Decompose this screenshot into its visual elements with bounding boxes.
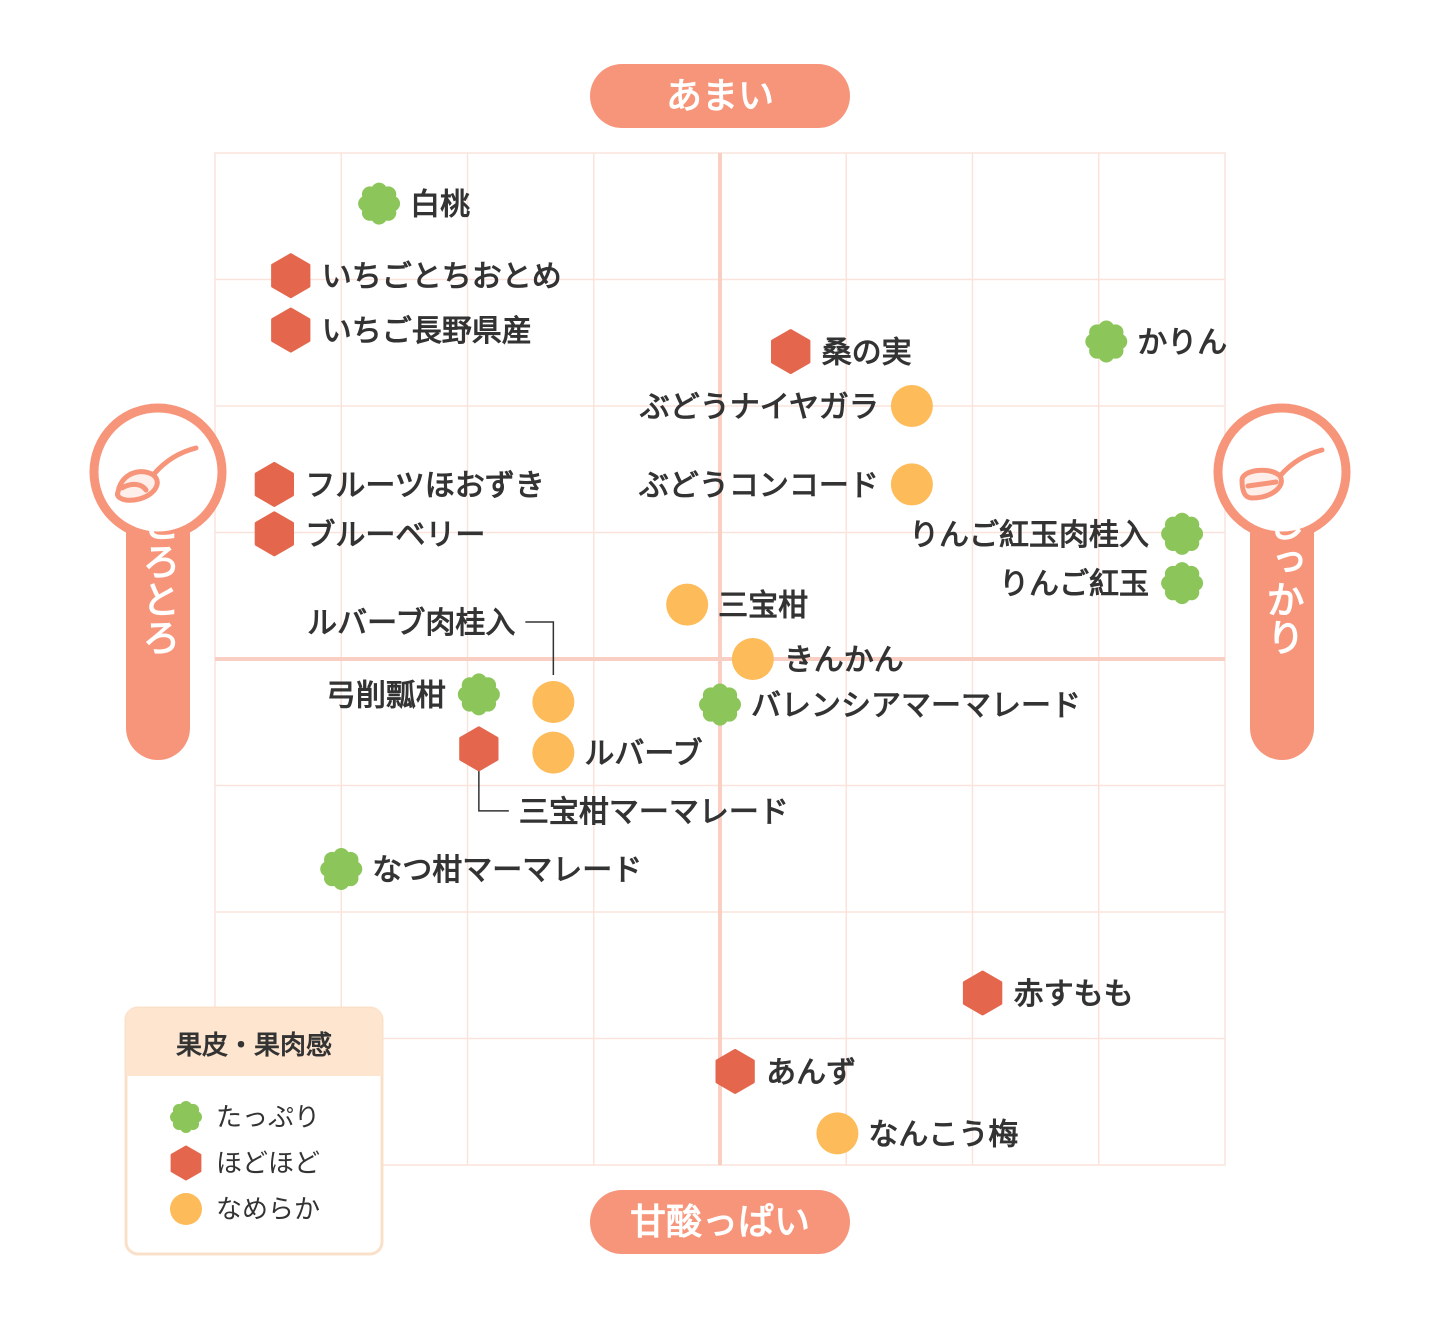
point-label: きんかん [784, 643, 904, 678]
marker-tappuri [457, 673, 500, 716]
marker-nameraka [532, 681, 575, 724]
point-label: ルバーブ肉桂入 [307, 606, 515, 641]
data-point: 三宝柑 [666, 583, 808, 626]
point-label: フルーツほおずき [305, 468, 544, 503]
axis-top: あまい [590, 64, 850, 128]
marker-nameraka [890, 463, 933, 506]
marker-tappuri [1085, 320, 1128, 363]
axis-right: しっかり [1213, 403, 1351, 760]
data-point: ブルーベリー [254, 511, 485, 557]
point-label: 白桃 [410, 188, 470, 223]
data-point: いちご長野県産 [271, 307, 532, 353]
legend-item-nameraka: なめらか [170, 1193, 320, 1225]
point-label: ブルーベリー [305, 518, 485, 553]
point-label: 桑の実 [822, 336, 912, 371]
marker-hodohodo [771, 329, 811, 375]
marker-hodohodo [254, 511, 294, 557]
data-point: いちごとちおとめ [271, 253, 562, 299]
spoon-runny-icon [115, 445, 199, 503]
axis-left-label: とろとろ [136, 504, 180, 656]
legend-item-label: ほどほど [216, 1149, 320, 1179]
legend-title: 果皮・果肉感 [176, 1031, 332, 1061]
leader-line [525, 621, 555, 676]
point-label: 赤すもも [1014, 977, 1134, 1012]
marker-nameraka [532, 731, 575, 774]
data-point: バレンシアマーマレード [699, 683, 1081, 726]
data-point: きんかん [731, 638, 904, 680]
data-point: りんご紅玉 [999, 562, 1204, 605]
data-point: ぶどうコンコード [638, 463, 933, 506]
data-point: あんず [715, 1048, 856, 1094]
marker-tappuri [699, 683, 741, 726]
point-label: なんこう梅 [868, 1117, 1018, 1152]
marker-tappuri [358, 182, 401, 225]
axis-top-label: あまい [666, 76, 774, 117]
marker-hodohodo [254, 461, 294, 507]
legend-header-bg [126, 1008, 382, 1076]
axis-bottom-label: 甘酸っぱい [630, 1202, 810, 1243]
leader-line [478, 769, 509, 812]
axis-top-pill [590, 64, 850, 128]
marker-hodohodo [271, 253, 311, 299]
data-point: フルーツほおずき [254, 461, 545, 507]
axis-right-label: しっかり [1260, 504, 1304, 656]
data-point: 赤すもも [962, 970, 1134, 1016]
point-label: りんご紅玉肉桂入 [909, 518, 1149, 553]
point-label: ぶどうナイヤガラ [639, 390, 879, 425]
point-label: なつ柑マーマレード [372, 853, 642, 888]
marker-tappuri [1161, 512, 1204, 555]
marker-tappuri [320, 848, 363, 890]
spoon-firm-icon [1239, 447, 1325, 501]
center-axes [215, 153, 1225, 1165]
marker-nameraka [816, 1112, 859, 1155]
point-label: 三宝柑マーマレード [519, 795, 789, 830]
data-point: なんこう梅 [816, 1112, 1018, 1155]
marker-hodohodo [459, 726, 499, 772]
marker-tappuri [1161, 562, 1204, 605]
marker-nameraka [731, 638, 774, 680]
point-label: 弓削瓢柑 [326, 678, 446, 713]
point-label: ルバーブ [584, 737, 702, 772]
data-point: ぶどうナイヤガラ [639, 385, 933, 427]
axis-left: とろとろ [89, 403, 227, 760]
data-point: 弓削瓢柑 [326, 673, 500, 716]
legend-item-label: なめらか [216, 1195, 320, 1225]
data-point: ルバーブ [532, 731, 703, 774]
axis-bottom: 甘酸っぱい [590, 1190, 850, 1254]
data-point: ルバーブ肉桂入 [307, 606, 575, 724]
leader-lines [478, 621, 555, 812]
marker-hodohodo [271, 307, 311, 353]
data-point: りんご紅玉肉桂入 [909, 512, 1204, 555]
data-point: かりん [1085, 320, 1227, 363]
data-point: なつ柑マーマレード [320, 848, 642, 890]
point-label: いちごとちおとめ [322, 260, 562, 295]
legend-item-label: たっぷり [216, 1103, 320, 1133]
data-point: 桑の実 [771, 329, 912, 375]
point-label: りんご紅玉 [999, 567, 1149, 602]
legend-item-hodohodo: ほどほど [170, 1145, 320, 1181]
axis-left-pill [126, 470, 190, 760]
axis-right-pill [1250, 470, 1314, 760]
point-label: かりん [1137, 325, 1227, 360]
data-point: 三宝柑マーマレード [459, 726, 789, 830]
marker-hodohodo [962, 970, 1003, 1016]
legend-marker-nameraka [170, 1193, 202, 1225]
point-label: いちご長野県産 [322, 314, 532, 349]
point-label: バレンシアマーマレード [751, 689, 1081, 724]
legend-marker-hodohodo [170, 1145, 202, 1181]
marker-hodohodo [715, 1048, 755, 1094]
legend-marker-tappuri [170, 1101, 202, 1133]
data-point: 白桃 [358, 182, 470, 225]
axis-bottom-pill [590, 1190, 850, 1254]
point-label: ぶどうコンコード [638, 468, 879, 503]
marker-nameraka [890, 385, 933, 427]
marker-nameraka [666, 583, 709, 626]
point-label: 三宝柑 [718, 589, 808, 624]
legend-item-tappuri: たっぷり [170, 1101, 320, 1133]
point-label: あんず [766, 1055, 856, 1090]
